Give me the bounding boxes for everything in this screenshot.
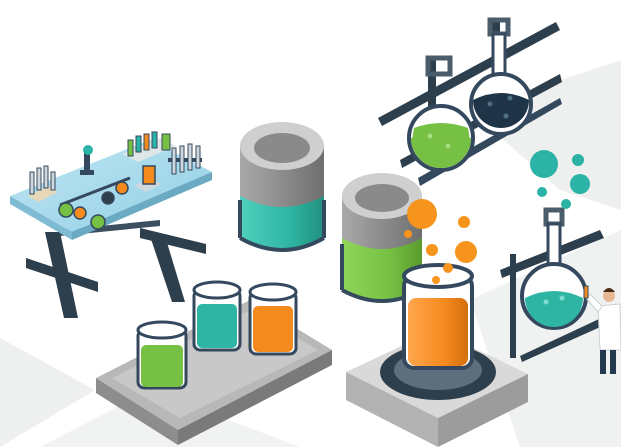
scientist: [583, 285, 621, 374]
tube-rack-right: [168, 143, 202, 175]
teal-bubbles: [530, 150, 590, 209]
beaker-tray: [96, 280, 332, 445]
flask-rack-small: [58, 176, 131, 230]
green-canister: [340, 173, 423, 303]
orange-beaker: [248, 282, 298, 356]
tube-rack-back: [122, 131, 176, 162]
orange-bubbles: [404, 199, 477, 284]
microscope: [80, 145, 94, 175]
test-tube-rack: [28, 165, 58, 202]
flask-rack: [378, 17, 562, 186]
teal-flask-stand: [500, 207, 616, 362]
lab-table: [10, 131, 212, 318]
green-beaker: [136, 320, 188, 390]
beaker-stand-mini: [134, 165, 162, 192]
orange-beaker-on-heater: [402, 263, 474, 370]
teal-beaker: [192, 280, 242, 352]
teal-canister: [238, 122, 326, 252]
